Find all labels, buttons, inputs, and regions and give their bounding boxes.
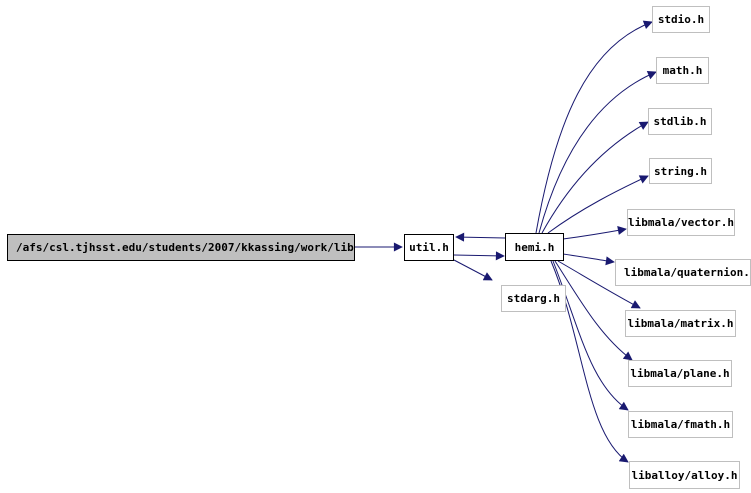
edge-hemi-to-math: [538, 71, 657, 234]
node-stdarg-h: stdarg.h: [501, 285, 566, 312]
node-string-h: string.h: [649, 158, 712, 184]
edge-hemi-to-stdio: [535, 20, 653, 234]
node-util-h[interactable]: util.h: [404, 234, 454, 261]
edge-hemi-to-string: [547, 175, 649, 234]
node-util-h-path[interactable]: /afs/csl.tjhsst.edu/students/2007/kkassi…: [7, 234, 355, 261]
edge-util-to-hemi: [453, 251, 505, 261]
edge-hemi-to-stdlib: [541, 121, 649, 234]
edge-hemi-to-matrix: [557, 260, 641, 309]
node-libmala-vector-h: libmala/vector.h: [627, 209, 735, 236]
edge-hemi-to-plane: [554, 260, 633, 361]
edge-hemi-to-quaternion: [562, 253, 615, 266]
node-liballoy-alloy-h: liballoy/alloy.h: [629, 461, 740, 489]
edge-util-to-stdarg: [453, 259, 493, 281]
edge-hemi-to-vector: [562, 226, 627, 240]
node-math-h: math.h: [656, 57, 709, 84]
node-libmala-matrix-h: libmala/matrix.h: [625, 310, 736, 337]
edge-hemi-to-util: [455, 232, 506, 242]
node-libmala-quaternion-h: libmala/quaternion.h: [615, 259, 751, 286]
node-stdlib-h: stdlib.h: [648, 108, 712, 135]
node-libmala-fmath-h: libmala/fmath.h: [628, 411, 733, 438]
node-stdio-h: stdio.h: [652, 6, 710, 33]
node-hemi-h[interactable]: hemi.h: [505, 233, 564, 261]
edge-hemi-to-fmath: [552, 260, 629, 411]
node-libmala-plane-h: libmala/plane.h: [628, 360, 732, 387]
